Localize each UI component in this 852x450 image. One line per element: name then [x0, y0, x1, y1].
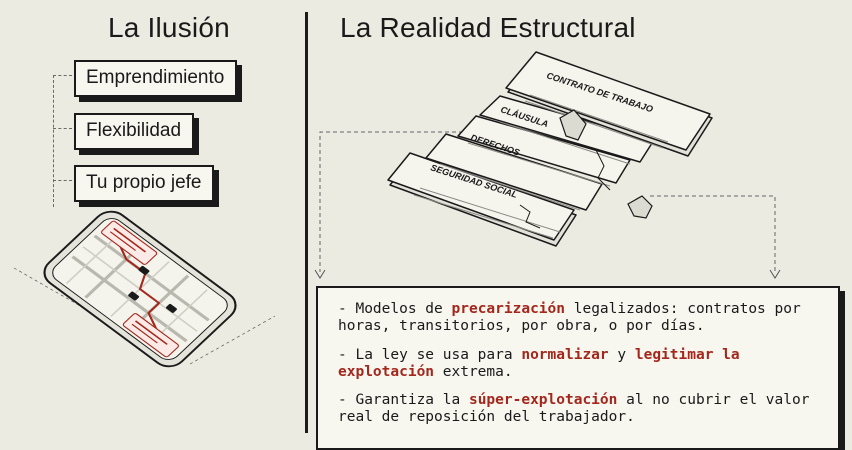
tag-bracket-line	[53, 75, 54, 207]
bullet-dash: -	[338, 347, 356, 363]
bullet-text: Garantiza la	[355, 392, 469, 408]
bullet-super-explotacion: - Garantiza la súper-explotación al no c…	[338, 392, 828, 426]
bullet-text: al no cubrir el valor real de reposición…	[338, 392, 810, 425]
smartphone-map-icon	[13, 210, 276, 368]
highlight-term: precarización	[451, 301, 566, 317]
tag-connector-1	[53, 75, 72, 76]
highlight-term: legitimar la explotación	[338, 347, 740, 380]
bullet-text: La ley se usa para	[355, 347, 522, 363]
bullet-text: Modelos de	[355, 301, 452, 317]
bullet-normalizar: - La ley se usa para normalizar y legiti…	[338, 347, 828, 381]
tag-flexibilidad: Flexibilidad	[74, 113, 195, 150]
tag-tu-propio-jefe: Tu propio jefe	[74, 165, 215, 202]
illusion-title: La Ilusión	[108, 12, 230, 43]
bullet-text: y	[608, 347, 635, 363]
highlight-term: súper-explotación	[468, 392, 618, 408]
reality-points-box: - Modelos de precarización legalizados: …	[316, 286, 840, 450]
tag-emprendimiento: Emprendimiento	[74, 60, 238, 97]
highlight-term: normalizar	[521, 347, 609, 363]
bullet-dash: -	[338, 301, 356, 317]
torn-contract-icon: CONTRATO DE TRABAJO CLÁUSULA DERECHOS SE…	[314, 51, 781, 279]
bullet-text: legalizados: contratos por horas, transi…	[338, 301, 801, 334]
section-divider	[305, 12, 308, 433]
reality-title: La Realidad Estructural	[340, 12, 636, 43]
tag-connector-3	[53, 180, 72, 181]
tag-connector-2	[53, 128, 72, 129]
bullet-dash: -	[338, 392, 356, 408]
bullet-text: extrema.	[434, 364, 513, 380]
bullet-precarizacion: - Modelos de precarización legalizados: …	[338, 301, 828, 335]
